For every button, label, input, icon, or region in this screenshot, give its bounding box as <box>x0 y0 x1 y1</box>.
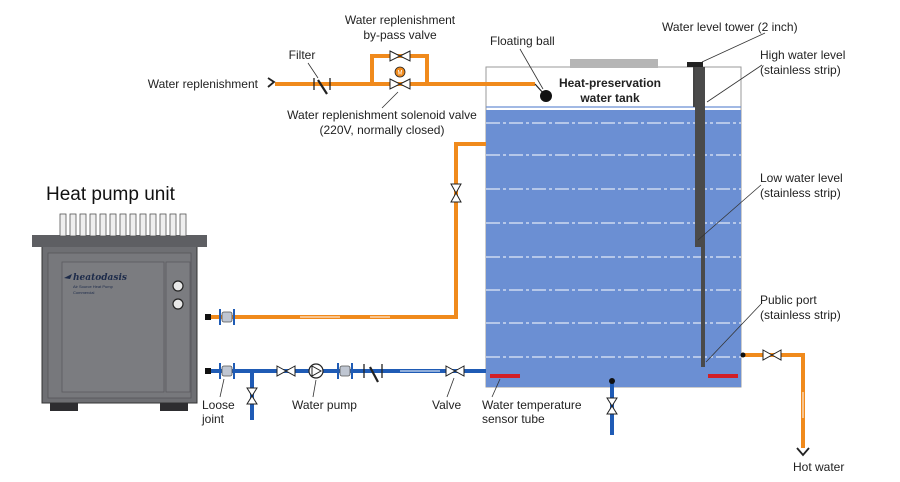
valve-icon <box>445 365 465 377</box>
valve-icon <box>450 183 462 203</box>
label-public-1: Public port <box>760 293 817 307</box>
leader-lines <box>697 32 766 363</box>
sensor-strip-right <box>708 374 738 378</box>
brand-sub2: Commercial <box>73 290 94 295</box>
label-bypass-1: Water replenishment <box>345 13 456 27</box>
label-tower: Water level tower (2 inch) <box>662 20 798 34</box>
outlet-bend-icon <box>796 447 810 457</box>
valve-icon <box>276 365 296 377</box>
bypass-valve-icon <box>389 50 411 62</box>
valve-icon <box>762 349 782 361</box>
loose-joint-icon <box>219 309 235 325</box>
filter-icon <box>313 78 331 95</box>
label-hot-water: Hot water <box>793 460 844 474</box>
filter-icon <box>363 364 383 383</box>
hot-supply-pipe <box>205 142 486 319</box>
label-high-1: High water level <box>760 48 845 62</box>
fan-icon <box>59 213 187 237</box>
brand-sub: Air Source Heat Pump <box>73 284 114 289</box>
label-low-1: Low water level <box>760 171 843 185</box>
brand-name: heatodasis <box>73 273 127 283</box>
sensor-strip-left <box>490 374 520 378</box>
label-public-2: (stainless strip) <box>760 308 841 322</box>
gauge-icon <box>172 298 184 310</box>
gauge-icon <box>172 280 184 292</box>
label-sensor-1: Water temperature <box>482 398 582 412</box>
label-filter: Filter <box>289 48 316 62</box>
drain-valve-icon <box>606 397 618 415</box>
svg-text:M: M <box>398 71 403 77</box>
label-water-pump: Water pump <box>292 398 357 412</box>
floating-ball <box>540 90 552 102</box>
loose-joint-icon <box>337 363 353 379</box>
solenoid-valve-icon: M <box>389 66 411 90</box>
label-loose-2: joint <box>201 412 225 426</box>
pump-icon <box>308 363 324 379</box>
label-solenoid-2: (220V, normally closed) <box>320 123 445 137</box>
page-title: Heat pump unit <box>46 184 176 205</box>
label-loose-1: Loose <box>202 398 235 412</box>
tank-lid <box>570 59 658 68</box>
heat-pump-unit: heatodasis Air Source Heat Pump Commerci… <box>32 213 207 411</box>
label-tank-1: Heat-preservation <box>559 76 661 90</box>
label-tank-2: water tank <box>579 91 640 105</box>
loose-joint-icon <box>219 363 235 379</box>
drain-valve-icon <box>246 387 258 405</box>
label-water-replenishment: Water replenishment <box>148 77 259 91</box>
water-level-tower <box>687 62 705 367</box>
label-sensor-2: sensor tube <box>482 412 545 426</box>
label-low-2: (stainless strip) <box>760 186 841 200</box>
inlet-bend-icon <box>267 77 276 88</box>
label-bypass-2: by-pass valve <box>363 28 437 42</box>
brand-logo-icon <box>64 274 72 279</box>
label-valve: Valve <box>432 398 461 412</box>
label-high-2: (stainless strip) <box>760 63 841 77</box>
hot-water-pipe <box>741 353 805 448</box>
label-floating-ball: Floating ball <box>490 34 555 48</box>
label-solenoid-1: Water replenishment solenoid valve <box>287 108 477 122</box>
